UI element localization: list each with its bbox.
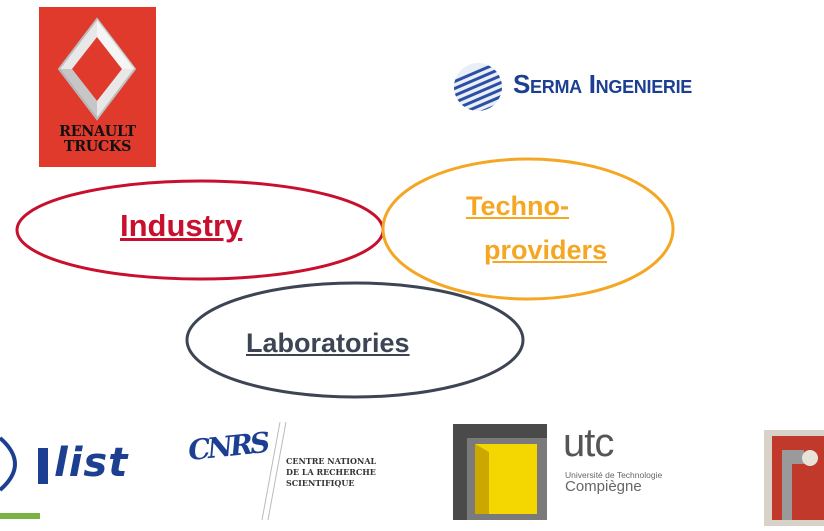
cnrs-line-2: DE LA RECHERCHE	[286, 467, 376, 477]
renault-trucks-wordmark: RENAULT TRUCKS	[59, 122, 136, 155]
cnrs-line-1: CENTRE NATIONAL	[286, 456, 377, 466]
utc-wordmark: utc	[563, 421, 614, 465]
list-logo: list	[0, 418, 158, 526]
laboratories-ellipse	[185, 281, 525, 399]
partial-logo	[764, 430, 824, 526]
techno-providers-label-line2: providers	[484, 235, 608, 265]
techno-providers-label-line1: Techno-	[466, 191, 569, 221]
utc-subtitle-line1: Université de Technologie	[565, 470, 663, 480]
renault-trucks-logo: RENAULT TRUCKS	[39, 7, 156, 167]
serma-wordmark: Serma Ingenierie	[513, 69, 693, 99]
utc-subtitle-line2: Compiègne	[565, 478, 642, 495]
techno-providers-ellipse	[381, 157, 675, 301]
utc-emblem-icon	[453, 424, 547, 520]
cnrs-slash-lines	[261, 421, 287, 521]
partial-logo-icon	[764, 430, 824, 526]
utc-logo: utc Université de Technologie Compiègne	[447, 418, 673, 526]
cnrs-logo: CNRS CENTRE NATIONAL DE LA RECHERCHE SCI…	[180, 420, 410, 526]
renault-diamond-icon	[57, 17, 137, 121]
industry-label: Industry	[120, 208, 243, 243]
cnrs-line-3: SCIENTIFIQUE	[286, 478, 355, 488]
list-logo-mark	[0, 428, 48, 519]
serma-globe-icon	[454, 63, 502, 111]
laboratories-label: Laboratories	[246, 328, 410, 358]
list-wordmark: list	[54, 440, 129, 486]
serma-ingenierie-logo: Serma Ingenierie	[451, 60, 823, 114]
